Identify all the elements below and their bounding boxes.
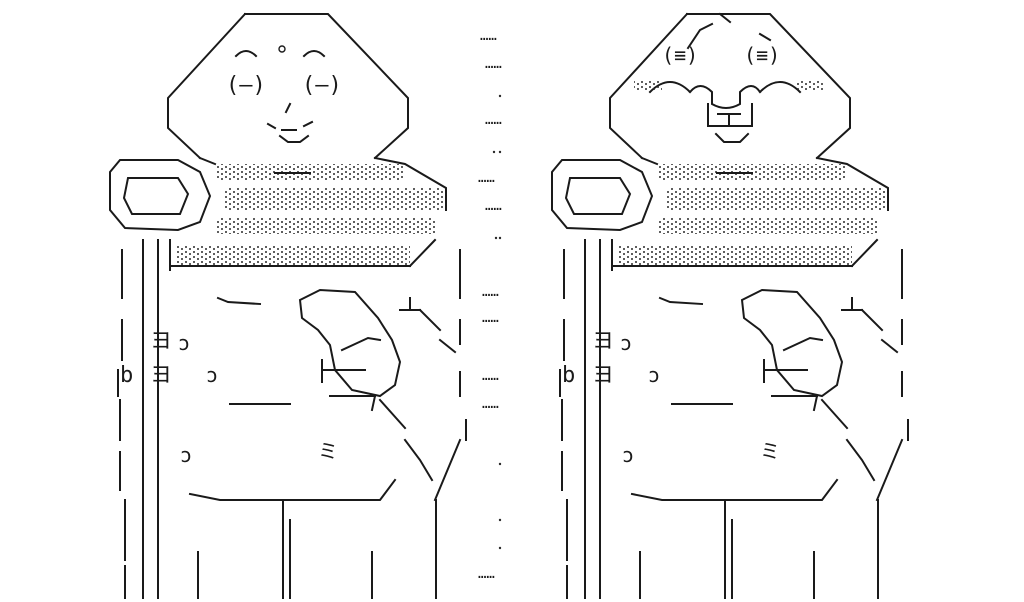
dotted-divider: …… …… …… …… …… …… …… …… …… …… bbox=[478, 28, 502, 582]
mouth bbox=[266, 120, 314, 131]
right-belly-mark-2: ɔ bbox=[620, 331, 632, 355]
belly-mark-5: ɔ bbox=[206, 363, 218, 387]
right-eye: (—) bbox=[302, 73, 342, 98]
belly-mark-7: ミ bbox=[318, 439, 338, 463]
divider-dots-9: …… bbox=[482, 396, 499, 412]
right-belly-mark-4: ヨ bbox=[592, 363, 614, 388]
forehead-mark-icon bbox=[278, 45, 286, 53]
right-belly-mark-7: ミ bbox=[760, 439, 780, 463]
right-head-crack bbox=[686, 12, 772, 50]
left-brow bbox=[234, 50, 258, 58]
tongue bbox=[707, 103, 753, 127]
right-eye-right: (≡) bbox=[744, 43, 780, 67]
cheek-tone-right bbox=[796, 80, 824, 90]
right-belly-mark-5: ɔ bbox=[648, 363, 660, 387]
divider-dots-4: …… bbox=[478, 170, 495, 186]
divider-dots-1: …… bbox=[480, 28, 497, 44]
divider-dots-7: …… bbox=[482, 310, 499, 326]
divider-dots-6: …… bbox=[482, 284, 499, 300]
divider-dots-2: …… bbox=[485, 56, 502, 72]
belly-mark-4: ヨ bbox=[150, 363, 172, 388]
cheek-puff bbox=[648, 81, 802, 94]
right-belly-mark-6: ɔ bbox=[622, 443, 634, 467]
right-brow bbox=[302, 50, 326, 58]
right-belly-mark-1: ヨ bbox=[592, 329, 614, 354]
belly-mark-2: ɔ bbox=[178, 331, 190, 355]
divider-dots-3: …… bbox=[485, 112, 502, 128]
belly-mark-3: b bbox=[120, 363, 133, 388]
right-eye-left: (≡) bbox=[662, 43, 698, 67]
left-figure: (—) (—) ヨ ɔ b ヨ ɔ ɔ ミ bbox=[109, 13, 467, 599]
snout bbox=[688, 85, 762, 109]
divider-dots-8: …… bbox=[482, 368, 499, 384]
belly-mark-1: ヨ bbox=[150, 329, 172, 354]
divider-dots-5: …… bbox=[485, 198, 502, 214]
right-belly-mark-3: b bbox=[562, 363, 575, 388]
nose bbox=[284, 102, 292, 114]
cheek-tone-left bbox=[634, 80, 662, 90]
belly-mark-6: ɔ bbox=[180, 443, 192, 467]
left-eye: (—) bbox=[226, 73, 266, 98]
right-figure: (≡) (≡) ヨ ɔ b ヨ ɔ ɔ ミ bbox=[551, 12, 909, 599]
divider-dots-10: …… bbox=[478, 566, 495, 582]
